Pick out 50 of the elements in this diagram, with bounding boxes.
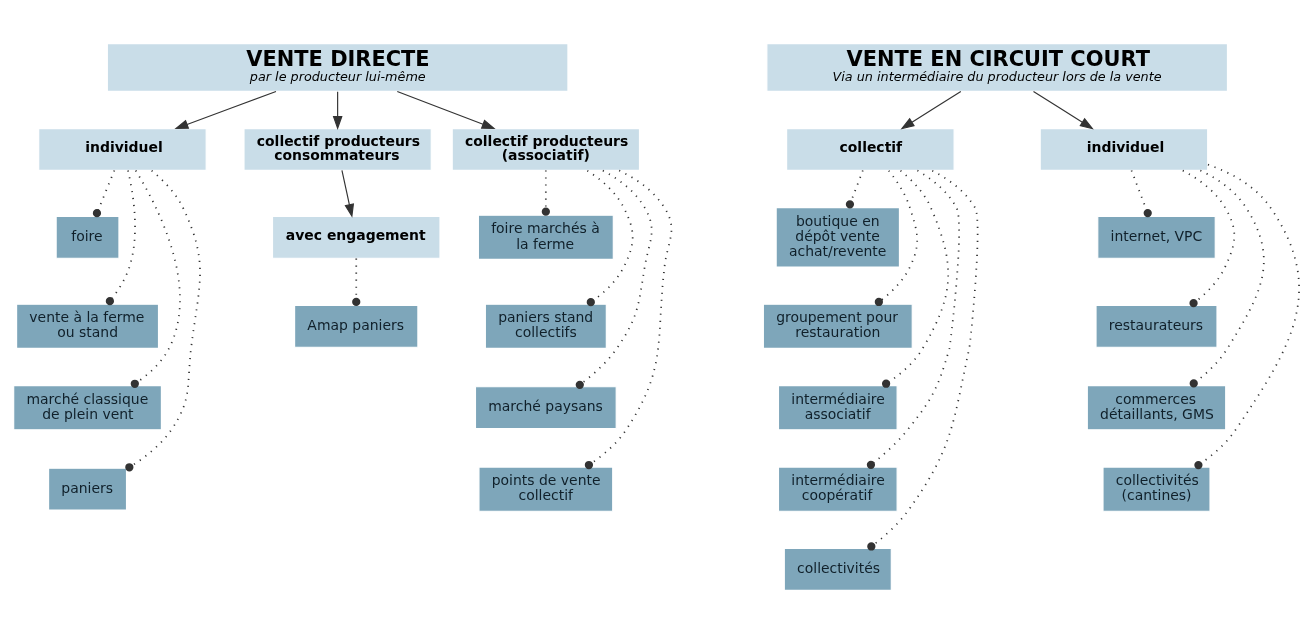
- connector: [845, 169, 864, 208]
- node-box: internet, VPC: [1097, 215, 1216, 259]
- node-box: collectif: [786, 127, 955, 171]
- node-box: Amap paniers: [294, 304, 419, 348]
- node-box: individuel: [1039, 127, 1209, 171]
- connector: [874, 169, 918, 306]
- connector: [352, 257, 361, 306]
- connector: [125, 169, 201, 471]
- connector: [1189, 169, 1265, 388]
- node-box: avec engagement: [271, 215, 441, 259]
- connector: [882, 169, 949, 388]
- connector: [866, 169, 960, 469]
- node-box: collectif producteurs (associatif): [451, 127, 641, 171]
- connector: [586, 169, 634, 306]
- node-box: intermédiaire associatif: [777, 384, 898, 430]
- node-box: paniers: [48, 467, 128, 511]
- connector: [584, 169, 673, 469]
- node-box: collectif producteurs consommateurs: [243, 127, 432, 171]
- arrow: [1032, 90, 1094, 129]
- arrow: [174, 90, 277, 129]
- node-box: foire: [55, 215, 120, 259]
- connector: [541, 169, 550, 216]
- connector: [1194, 163, 1300, 469]
- node-box: commerces détaillants, GMS: [1086, 384, 1227, 430]
- node-box: paniers stand collectifs: [484, 303, 607, 349]
- connector: [130, 169, 181, 388]
- node-box: VENTE DIRECTE par le producteur lui-même: [106, 42, 569, 92]
- arrow: [396, 90, 496, 129]
- node-box: boutique en dépôt vente achat/revente: [775, 206, 901, 268]
- node-box: collectivités: [783, 547, 892, 591]
- arrow: [900, 90, 962, 129]
- node-box: vente à la ferme ou stand: [16, 303, 160, 349]
- node-box: points de vente collectif: [478, 465, 614, 512]
- node-box: intermédiaire coopératif: [777, 465, 898, 512]
- connector: [867, 169, 979, 551]
- node-box: restaurateurs: [1095, 304, 1218, 348]
- node-box: groupement pour restauration: [762, 303, 913, 349]
- connector: [575, 169, 653, 389]
- node-box: marché paysans: [474, 385, 617, 429]
- node-box: collectivités (cantines): [1102, 465, 1211, 512]
- connector: [1181, 169, 1236, 307]
- node-box: individuel: [38, 127, 207, 171]
- arrow: [341, 169, 355, 218]
- connector: [105, 169, 136, 305]
- node-box: marché classique de plein vent: [13, 384, 162, 430]
- node-box: foire marchés à la ferme: [477, 214, 614, 260]
- connector: [92, 169, 116, 217]
- arrow: [332, 90, 343, 130]
- node-box: VENTE EN CIRCUIT COURT Via un intermédiaire du producteur lors de la vente: [766, 42, 1229, 92]
- connector: [1130, 169, 1152, 217]
